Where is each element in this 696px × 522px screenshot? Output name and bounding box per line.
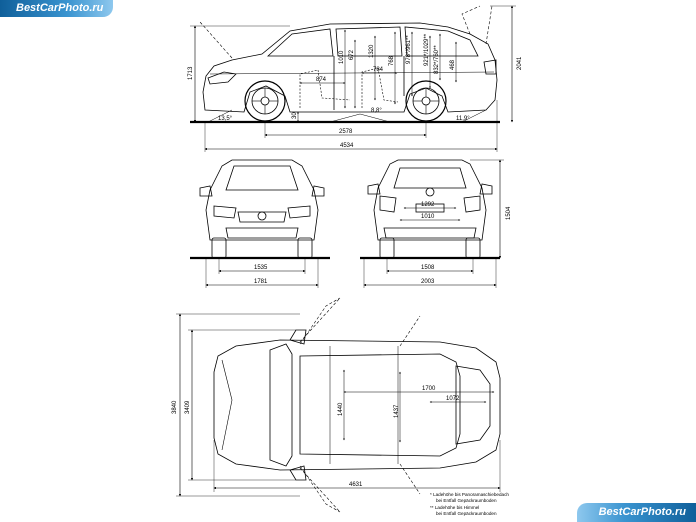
dim-top-interior-rear: 1437 (394, 404, 400, 418)
footnote-4: bei Entfall Gepäckraumboden (436, 511, 497, 516)
side-taillight (483, 59, 497, 75)
front-headlight-right (287, 205, 311, 219)
front-lower-intake (225, 227, 299, 239)
side-quarter-window (404, 26, 479, 57)
rear-window (393, 167, 467, 189)
front-headlight-left (213, 205, 237, 219)
dim-front-width: 1781 (254, 279, 268, 285)
dim-rear-legroom: 784 (373, 67, 384, 73)
side-body-outline (202, 22, 498, 113)
footnote-2: bei Entfall Gepäckraumboden (436, 498, 497, 503)
watermark-bottom-right: BestCarPhoto.ru (576, 503, 696, 522)
dim-overall-length: 4534 (340, 143, 354, 149)
top-view (176, 297, 501, 513)
dim-top-cargo-length: 1700 (422, 386, 436, 392)
dim-top-cargo-width: 1072 (446, 396, 460, 402)
dim-wheelbase: 2578 (339, 129, 353, 135)
dim-interior-0: 1010 (339, 50, 345, 64)
rear-body-outline (373, 159, 487, 241)
dim-ramp-angle: 8,8° (371, 108, 382, 114)
footnote-1: * Ladehöhe bis Panoramaschiebedach (430, 492, 509, 497)
rear-view (360, 159, 504, 288)
top-body-outline (213, 339, 501, 471)
dim-rear-height: 1504 (506, 206, 512, 220)
side-headlight (207, 71, 237, 85)
dim-interior-2: 1320 (369, 44, 375, 58)
top-roof (299, 353, 461, 457)
front-body-outline (205, 159, 319, 241)
front-mirror-left (199, 185, 213, 197)
footnotes: * Ladehöhe bis Panoramaschiebedach bei E… (430, 492, 509, 516)
footnote-3: ** Ladehöhe bis Himmel (430, 505, 479, 510)
side-rear-window (335, 26, 403, 57)
dim-approach-angle: 13,5° (218, 116, 233, 122)
rear-tire-left (379, 237, 395, 259)
side-rear-wheel (405, 80, 447, 122)
side-front-window (266, 28, 334, 57)
rear-mirror-left (367, 183, 381, 195)
top-rear-window (455, 365, 491, 445)
dim-top-width-mirrors: 3840 (172, 400, 178, 414)
dim-interior-6: 832*/760** (434, 45, 440, 74)
dim-top-length-open: 4631 (349, 482, 363, 488)
front-view (190, 159, 330, 288)
dim-interior-3: 768 (389, 55, 395, 66)
rear-taillight-right (463, 195, 481, 213)
front-grille (237, 211, 287, 223)
dim-top-width-doors: 3409 (185, 400, 191, 414)
dim-front-legroom: 874 (316, 77, 327, 83)
dim-interior-1: 672 (349, 49, 355, 60)
dim-top-interior-front: 1440 (338, 402, 344, 416)
dim-ground-clearance: 30 (292, 112, 298, 119)
dim-cargo-opening-top: 1292 (421, 202, 435, 208)
dim-open-hatch-height: 2041 (517, 56, 523, 70)
side-front-wheel (244, 80, 286, 122)
side-view (190, 5, 516, 152)
dim-rear-width-mirrors: 2003 (421, 279, 435, 285)
top-mirror-left (289, 329, 307, 345)
dim-interior-7: 468 (450, 59, 456, 70)
dim-departure-angle: 11,9° (456, 116, 470, 122)
front-tire-right (297, 237, 313, 259)
front-windshield (225, 165, 299, 191)
dim-cargo-opening-width: 1010 (421, 214, 435, 220)
top-windshield (269, 343, 293, 467)
dim-interior-5: 921*/1029** (424, 33, 430, 66)
dim-front-track: 1535 (254, 265, 268, 271)
rear-mirror-right (479, 183, 493, 195)
dim-interior-4: 978*/961** (406, 35, 412, 64)
front-tire-left (211, 237, 227, 259)
top-mirror-right (289, 465, 307, 481)
rear-taillight-left (379, 195, 397, 213)
front-mirror-right (311, 185, 325, 197)
dim-rear-track: 1508 (421, 265, 435, 271)
dim-overall-height: 1713 (188, 66, 194, 80)
rear-tire-right (465, 237, 481, 259)
watermark-top-left: BestCarPhoto.ru (0, 0, 114, 17)
